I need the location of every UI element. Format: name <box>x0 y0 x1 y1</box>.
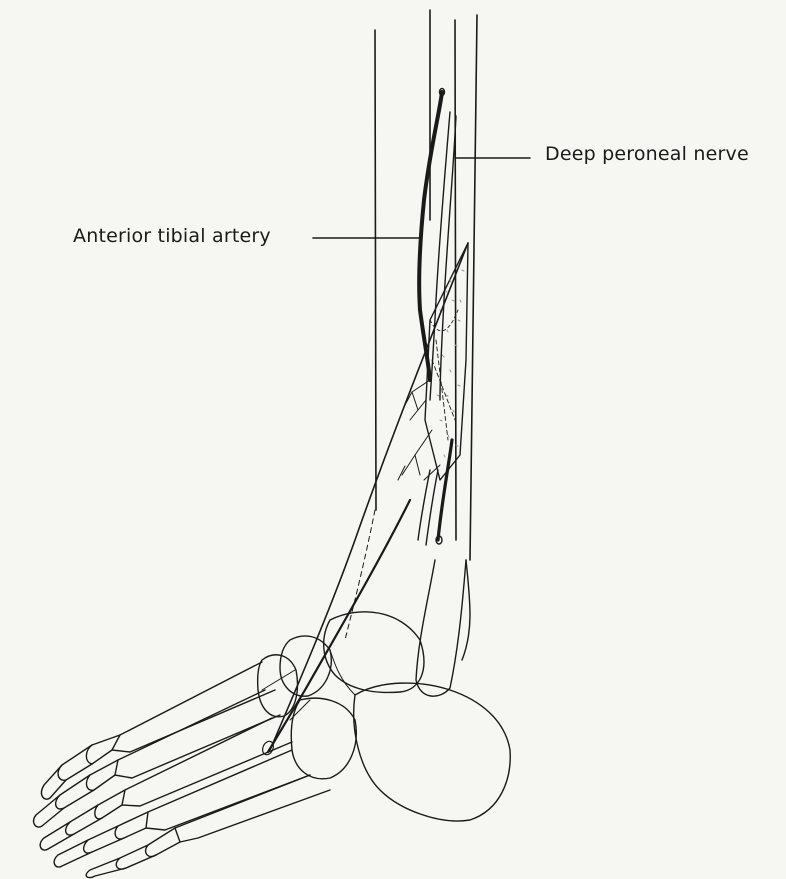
dissection-flap <box>425 243 468 480</box>
leg-outer-left-line <box>375 30 376 510</box>
phalanges <box>34 735 180 878</box>
cuboid <box>291 698 356 779</box>
leg-outer-right-line <box>470 15 477 560</box>
deep-peroneal-nerve-label: Deep peroneal nerve <box>545 143 749 165</box>
tibia <box>416 560 470 696</box>
cuneiforms <box>258 655 298 717</box>
talus <box>324 612 424 693</box>
artery-lower-segment <box>438 440 452 540</box>
anterior-tibial-artery-label: Anterior tibial artery <box>73 225 271 247</box>
vessel-branches <box>398 380 440 480</box>
diagonal-guide <box>261 243 468 756</box>
calcaneus <box>354 683 510 821</box>
